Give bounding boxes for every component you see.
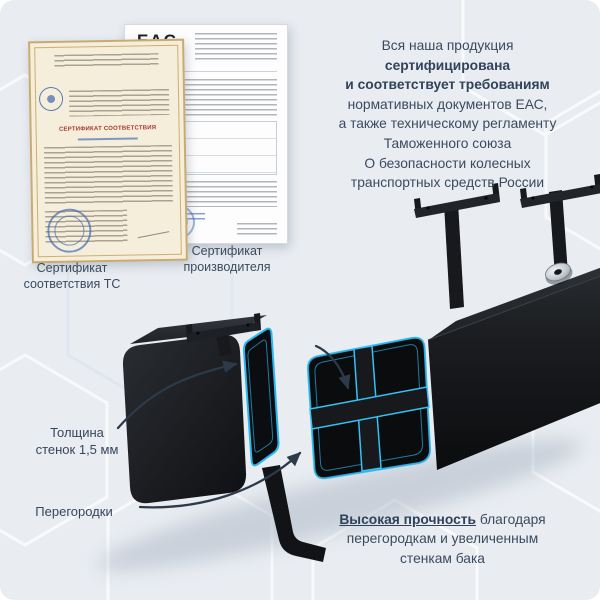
callout-line: Перегородки [35, 504, 113, 519]
intro-line: транспортных средств России [350, 175, 545, 191]
mounting-bracket-right [520, 174, 600, 276]
intro-line-bold: и соответствует требованиям [345, 77, 550, 93]
intro-line: Таможенного союза [383, 135, 512, 151]
tank-front-section [122, 313, 280, 504]
caption-line: производителя [183, 260, 271, 274]
arrow-baffles [138, 451, 302, 509]
certificate-header-lines [54, 53, 159, 69]
caption-line: Сертификат [191, 244, 263, 258]
divider [135, 71, 277, 72]
mounting-bracket-middle [414, 183, 500, 309]
strength-line: Высокая прочность благодаря [290, 510, 595, 529]
certification-text-block: Вся наша продукция сертифицирована и соо… [300, 36, 595, 193]
certificate-text-lines [68, 88, 170, 117]
mounting-strap [262, 465, 326, 562]
stamp-inner-ring [54, 215, 85, 246]
certificate-text-lines [237, 223, 277, 235]
callout-line: стенок 1,5 мм [35, 442, 119, 457]
intro-line: О безопасности колесных [364, 155, 531, 171]
tank-shadow [97, 439, 583, 571]
callout-line: Толщина [50, 425, 104, 440]
strength-text-block: Высокая прочность благодаря перегородкам… [290, 510, 595, 568]
baffles-callout: Перегородки [18, 503, 130, 520]
emblem-dot [47, 94, 56, 104]
wall-thickness-rim [242, 327, 280, 467]
arrow-wall-thickness [116, 360, 238, 430]
manufacturer-certificate-caption: Сертификат производителя [160, 243, 294, 275]
intro-line: Вся наша продукция [381, 38, 514, 53]
strength-line: перегородкам и увеличенным [346, 531, 539, 547]
ts-certificate: СЕРТИФИКАТ СООТВЕТСТВИЯ [28, 38, 188, 264]
ts-certificate-caption: Сертификат соответствия ТС [10, 260, 134, 292]
tank-body [427, 267, 600, 470]
mounting-bracket-front [186, 313, 261, 356]
filler-cap-disc [545, 262, 573, 285]
arrow-into-cut [314, 344, 351, 390]
strength-lead: Высокая прочность [339, 512, 476, 527]
strength-line: стенкам бака [400, 550, 485, 566]
wall-thickness-callout: Толщина стенок 1,5 мм [25, 424, 129, 458]
certificate-header-lines [195, 33, 277, 63]
intro-line: а также техническому регламенту [338, 116, 557, 132]
baffle-cross [309, 345, 430, 472]
tank-cut-face [306, 336, 432, 480]
intro-line: нормативных документов ЕАС, [347, 96, 548, 112]
caption-line: Сертификат [36, 261, 108, 275]
intro-line-bold: сертифицирована [384, 57, 511, 73]
certificate-text-lines [43, 144, 173, 206]
caption-line: соответствия ТС [23, 277, 121, 291]
strength-rest: благодаря [476, 512, 546, 527]
